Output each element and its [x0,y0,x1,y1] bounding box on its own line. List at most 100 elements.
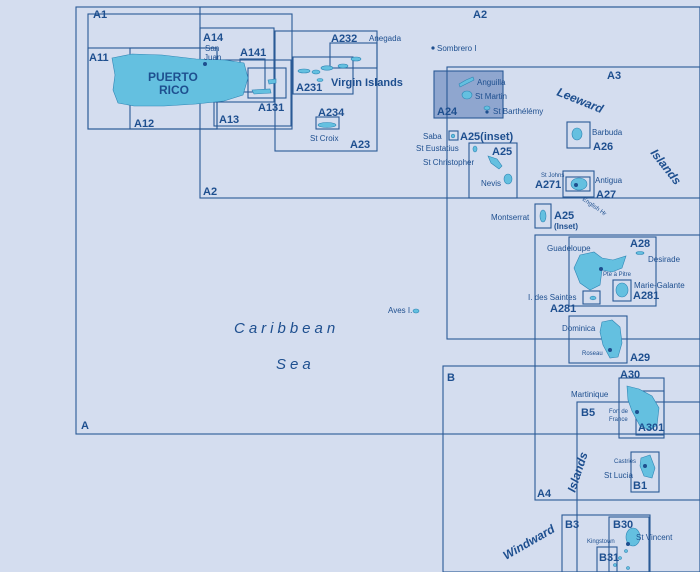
chart-a25-inset-label[interactable]: A25(inset) [460,131,514,143]
chart-a234-label[interactable]: A234 [318,107,345,119]
chart-b31-frame[interactable] [596,546,618,572]
anegada-island [350,56,362,62]
chart-a27-frame[interactable] [562,170,595,198]
aves-island [412,308,420,314]
aves-label: Aves I. [388,306,412,315]
chart-b31-label[interactable]: B31 [599,552,619,564]
st-lucia-island [639,454,656,479]
chart-a271-frame[interactable] [565,176,591,192]
chart-a1-label[interactable]: A1 [93,9,107,21]
chart-a29-frame[interactable] [568,315,628,364]
chart-a271-label[interactable]: A271 [535,179,561,191]
chart-a28-frame[interactable] [568,236,657,307]
chart-a25-inset2-label[interactable]: A25 [554,210,574,222]
chart-a25-inset2-frame[interactable] [534,203,552,229]
grenadines-island-2 [618,556,622,560]
i-des-saintes-label: I. des Saintes [528,293,576,302]
anguilla-label: Anguilla [477,78,506,87]
virgin-islands-label: Virgin Islands [331,77,403,89]
place-labels: San Juan PUERTO RICO Anegada Virgin Isla… [148,34,685,545]
tortola-island [320,65,334,71]
chart-a3-frame[interactable] [446,66,700,340]
chart-a24-label[interactable]: A24 [437,106,458,118]
fort-de-france-label-2: France [609,417,628,423]
caribbean-label: Caribbean [234,320,339,337]
st-vincent-label: St Vincent [636,533,673,542]
chart-b1-frame[interactable] [630,451,660,493]
guadeloupe-island [573,251,627,291]
chart-a3-label[interactable]: A3 [607,70,621,82]
montserrat-label: Montserrat [491,213,530,222]
chart-a231-label[interactable]: A231 [296,82,322,94]
dominica-label: Dominica [562,324,596,333]
chart-a231-frame[interactable] [292,56,354,95]
chart-a25-inset-frame[interactable] [448,130,459,141]
st-barthelemy-island [483,105,491,111]
st-vincent-island [625,527,641,547]
chart-b-label[interactable]: B [447,372,455,384]
chart-b30-label[interactable]: B30 [613,519,633,531]
st-christopher-label: St Christopher [423,158,474,167]
chart-a131-frame[interactable] [247,67,287,99]
chart-labels: A A1 A2 A2 A3 A4 A11 A12 A13 A14 A141 A1… [81,9,664,564]
chart-b1-label[interactable]: B1 [633,480,647,492]
chart-a4-label[interactable]: A4 [537,488,552,500]
chart-a281-saintes-label[interactable]: A281 [550,303,576,315]
chart-b3-frame[interactable] [561,514,651,572]
chart-a26-label[interactable]: A26 [593,141,613,153]
chart-a29-label[interactable]: A29 [630,352,650,364]
chart-a281-frame[interactable] [612,279,632,302]
chart-a4-frame[interactable] [534,234,700,501]
chart-a131-label[interactable]: A131 [258,102,284,114]
chart-a232-label[interactable]: A232 [331,33,357,45]
chart-b30-frame[interactable] [608,516,650,572]
chart-a-label[interactable]: A [81,420,89,432]
chart-a281-label[interactable]: A281 [633,290,659,302]
chart-a232-frame[interactable] [329,42,378,69]
puerto-rico-label: PUERTO [148,70,198,84]
chart-a11-label[interactable]: A11 [89,52,109,64]
chart-a23-label[interactable]: A23 [350,139,370,151]
chart-a27-label[interactable]: A27 [596,189,616,201]
dominica-island [599,319,623,359]
chart-b5-label[interactable]: B5 [581,407,595,419]
antigua-label: Antigua [595,176,623,185]
guadeloupe-label: Guadeloupe [547,244,591,253]
chart-a14-label[interactable]: A14 [203,32,224,44]
kingstown-label: Kingstown [587,539,615,545]
castries-dot [643,464,647,468]
chart-a25-inset2-sub-label[interactable]: (Inset) [554,222,578,231]
chart-a301-label[interactable]: A301 [638,422,664,434]
chart-a25-label[interactable]: A25 [492,146,512,158]
chart-a13-label[interactable]: A13 [219,114,239,126]
chart-b-frame[interactable] [442,365,700,572]
chart-b3-label[interactable]: B3 [565,519,579,531]
barbuda-label: Barbuda [592,128,623,137]
st-thomas-island [297,68,311,74]
chart-a12-label[interactable]: A12 [134,118,154,130]
port-dots [203,46,647,546]
pte-a-pitre-dot [599,267,603,271]
chart-a23-frame[interactable] [274,30,378,152]
chart-a2-lower-label[interactable]: A2 [203,186,217,198]
anguilla-island [458,76,475,88]
chart-a28-label[interactable]: A28 [630,238,650,250]
san-juan-dot [203,62,207,66]
chart-a30-label[interactable]: A30 [620,369,640,381]
chart-a2-label[interactable]: A2 [473,9,487,21]
chart-a234-frame[interactable] [315,116,340,130]
st-eustatius-island [472,145,478,153]
barbuda-island [571,127,583,141]
st-john-island [311,69,321,75]
culebra-island [267,78,277,85]
chart-a26-frame[interactable] [566,121,591,149]
chart-a25-frame[interactable] [468,142,518,199]
sea-label: Sea [276,356,315,373]
nevis-label: Nevis [481,179,501,188]
san-juan-label-2: Juan [204,53,221,62]
chart-a281-saintes-frame[interactable] [582,290,601,305]
martinique-label: Martinique [571,390,609,399]
chart-a141-label[interactable]: A141 [240,47,266,59]
desirade-island [635,251,645,255]
